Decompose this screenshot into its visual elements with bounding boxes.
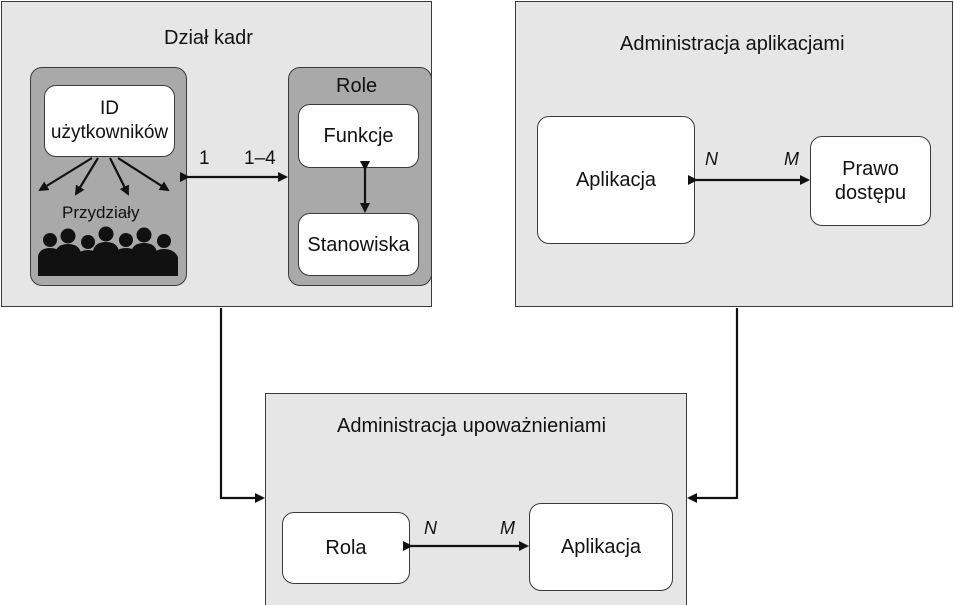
- hr-to-auth-arrow: [219, 308, 265, 503]
- people-silhouette-icon: [38, 226, 178, 276]
- assignment-arrow-4: [117, 157, 170, 192]
- app-admin-application-box: Aplikacja: [537, 116, 695, 244]
- app-admin-application-label: Aplikacja: [575, 169, 657, 191]
- hr-card-left: 1: [199, 148, 210, 169]
- auth-application-box: Aplikacja: [529, 503, 673, 591]
- user-ids-line1: ID: [100, 98, 119, 119]
- auth-card-left: N: [424, 518, 437, 538]
- hr-card-right: 1–4: [244, 148, 276, 169]
- access-right-line2: dostępu: [834, 182, 907, 204]
- access-right-line1: Prawo: [842, 158, 899, 180]
- user-ids-line2: użytkowników: [50, 122, 169, 143]
- app-admin-card-right: M: [784, 149, 799, 169]
- app-admin-card-left: N: [705, 149, 718, 169]
- app-to-auth-arrow: [687, 308, 739, 503]
- positions-box: Stanowiska: [298, 213, 419, 276]
- auth-role-label: Rola: [325, 537, 367, 559]
- assignment-arrow-2: [74, 157, 99, 196]
- auth-application-label: Aplikacja: [560, 536, 642, 558]
- assignments-label: Przydziały: [62, 203, 140, 222]
- positions-label: Stanowiska: [307, 233, 410, 256]
- assignment-arrow-3: [109, 157, 129, 196]
- auth-admin-title: Administracja upoważnieniami: [337, 415, 607, 437]
- functions-label: Funkcje: [323, 125, 394, 147]
- app-admin-title: Administracja aplikacjami: [620, 33, 845, 55]
- functions-box: Funkcje: [298, 104, 419, 168]
- hr-title: Dział kadr: [164, 27, 253, 49]
- auth-role-box: Rola: [282, 512, 410, 584]
- user-ids-box: ID użytkowników: [44, 85, 175, 157]
- access-right-box: Prawo dostępu: [810, 136, 931, 226]
- roles-title: Role: [336, 75, 378, 97]
- auth-card-right: M: [500, 518, 515, 538]
- assignment-arrow-1: [38, 157, 93, 192]
